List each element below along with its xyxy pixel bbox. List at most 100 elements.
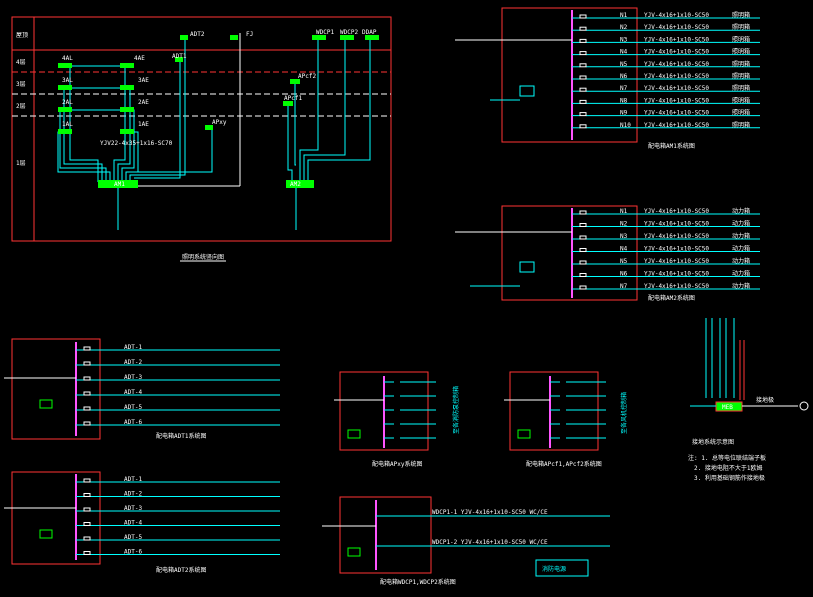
box-3al-label: 3AL (62, 77, 73, 84)
am2-circuit-spec: YJV-4x16+1x10-SC50 (644, 283, 709, 290)
wdcp-row1-label: WDCP1-1 YJV-4x16+1x10-SC50 WC/CE (432, 509, 548, 516)
am2-circuit-label: N4 (620, 246, 628, 253)
adt1-ats (39, 399, 53, 409)
wdcp-title: 配电箱WDCP1,WDCP2系统图 (380, 578, 456, 586)
am1-frame (501, 7, 638, 143)
adt2-breaker (83, 493, 91, 497)
adt2-circuit-label: ADT-6 (124, 549, 142, 556)
am2-circuit-label: N5 (620, 258, 628, 265)
am1-circuit-load: 照明箱 (732, 84, 750, 92)
apxy-title: 配电箱APxy系统图 (372, 460, 422, 468)
am1-circuit-label: N5 (620, 61, 628, 68)
am1-circuit-spec: YJV-4x16+1x10-SC50 (644, 97, 709, 104)
riser-diagram: 屋顶 4层 3层 2层 1层 (11, 16, 392, 262)
am1-circuit-spec: YJV-4x16+1x10-SC50 (644, 12, 709, 19)
box-adt1-label: ADT1 (172, 53, 187, 60)
am1-circuit-spec: YJV-4x16+1x10-SC50 (644, 36, 709, 43)
adt1-breaker (83, 361, 91, 366)
am1-breaker (579, 38, 587, 43)
floor-label-4: 4层 (16, 59, 26, 66)
box-adt2-label: ADT2 (190, 31, 205, 38)
am2-circuit-label: N2 (620, 221, 628, 228)
am1-circuit-spec: YJV-4x16+1x10-SC50 (644, 49, 709, 56)
wdcp-note: 消防电源 (542, 565, 566, 573)
adt1-frame (11, 338, 101, 440)
ground-vertical-bars (705, 318, 735, 398)
am1-breaker (579, 112, 587, 117)
am2-circuit-load: 动力箱 (732, 207, 750, 215)
ground-note-3: 3. 利用基础钢筋作接地极 (694, 474, 765, 482)
am1-circuit-spec: YJV-4x16+1x10-SC50 (644, 61, 709, 68)
am2-breaker (579, 285, 587, 290)
am1-breaker (579, 14, 587, 19)
ground-note-1: 注: 1. 总等电位联结端子板 (688, 454, 766, 462)
apxy-vertical-label: 至各消防泵控制箱 (452, 386, 460, 434)
am2-circuit-load: 动力箱 (732, 220, 750, 228)
adt1-breaker (83, 376, 91, 381)
box-1ae-label: 1AE (138, 121, 149, 128)
am1-breaker (579, 87, 587, 92)
am2-frame (501, 205, 638, 301)
panel-apxy: 至各消防泵控制箱 配电箱APxy系统图 (334, 371, 460, 468)
adt1-breaker (83, 421, 91, 426)
am1-circuit-load: 照明箱 (732, 48, 750, 56)
adt2-frame (11, 471, 101, 565)
am2-breaker (579, 223, 587, 227)
am1-title: 配电箱AM1系统图 (648, 142, 695, 150)
box-3ae-label: 3AE (138, 77, 149, 84)
am2-circuit-load: 动力箱 (732, 282, 750, 290)
ground-meb-label: MEB (722, 404, 733, 411)
am1-circuit-label: N3 (620, 36, 628, 43)
adt1-circuit-label: ADT-6 (124, 419, 142, 426)
adt1-breaker (83, 406, 91, 411)
am2-circuit-spec: YJV-4x16+1x10-SC50 (644, 233, 709, 240)
am2-breaker (579, 260, 587, 265)
adt2-breaker (83, 522, 91, 526)
ground-note-2: 2. 接地电阻不大于1欧姆 (694, 464, 762, 472)
apcf-title: 配电箱APcf1,APcf2系统图 (526, 460, 602, 468)
adt2-circuit-label: ADT-4 (124, 520, 142, 527)
am1-circuit-spec: YJV-4x16+1x10-SC50 (644, 73, 709, 80)
ground-right-label: 接地极 (756, 396, 774, 404)
am1-circuit-load: 照明箱 (732, 23, 750, 31)
wdcp-frame (339, 496, 432, 574)
adt2-breaker (83, 507, 91, 512)
main-box-am1-label: AM1 (114, 181, 125, 188)
am1-breaker (579, 51, 587, 56)
box-1al-label: 1AL (62, 121, 73, 128)
adt2-breaker (83, 536, 91, 541)
am2-circuit-spec: YJV-4x16+1x10-SC50 (644, 221, 709, 228)
ground-electrode-icon (799, 401, 809, 411)
box-ddap-label: DDAP (362, 29, 377, 36)
am2-circuit-spec: YJV-4x16+1x10-SC50 (644, 271, 709, 278)
riser-title: 照明系统竖向图 (182, 253, 224, 261)
apcf-vertical-label: 至各风机控制箱 (620, 392, 628, 434)
adt1-title: 配电箱ADT1系统图 (156, 432, 206, 440)
panel-wdcp: WDCP1-1 YJV-4x16+1x10-SC50 WC/CE WDCP1-2… (322, 496, 610, 586)
apxy-circuits (384, 381, 436, 439)
am1-circuit-label: N6 (620, 73, 628, 80)
main-box-am1 (98, 180, 138, 188)
floor-label-2: 2层 (16, 103, 26, 110)
box-wdcp1-label: WDCP1 (316, 29, 334, 36)
am1-meter (519, 85, 535, 97)
adt1-circuit-label: ADT-5 (124, 404, 142, 411)
am2-circuit-label: N7 (620, 283, 628, 290)
main-box-am2 (286, 180, 314, 188)
ground-diagram: MEB 接地极 接地系统示意图 注: 1. 总等电位联结端子板 2. 接地电阻不… (688, 318, 809, 482)
am1-breaker (579, 124, 587, 129)
am2-circuit-spec: YJV-4x16+1x10-SC50 (644, 208, 709, 215)
adt2-breaker (83, 478, 91, 483)
floor-label-3: 3层 (16, 81, 26, 88)
box-4ae-label: 4AE (134, 55, 145, 62)
apcf-circuits (550, 381, 606, 439)
am2-circuit-spec: YJV-4x16+1x10-SC50 (644, 258, 709, 265)
apxy-ats (347, 429, 361, 439)
box-2al-label: 2AL (62, 99, 73, 106)
am1-circuit-label: N8 (620, 97, 628, 104)
riser-frame (11, 16, 392, 242)
